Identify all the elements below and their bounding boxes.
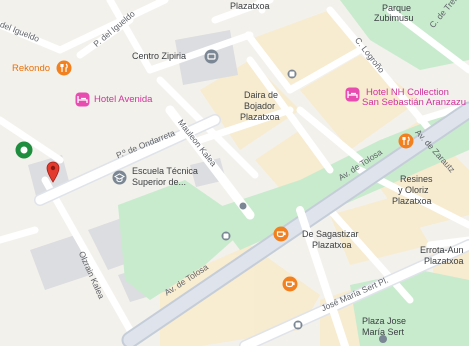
place-label-resines-line2: y Oloriz <box>398 185 429 195</box>
place-label-de-sagastizar-line1: De Sagastizar <box>302 229 359 239</box>
hotel-label-nh-line2[interactable]: San Sebastián Aranzazu <box>362 97 467 108</box>
place-label-escuela-line1[interactable]: Escuela Técnica <box>132 166 198 176</box>
park-label-zubimusu-line1: Parque <box>382 3 412 13</box>
restaurant-icon[interactable] <box>398 133 414 149</box>
hotel-label-nh-line1[interactable]: Hotel NH Collection <box>366 87 449 98</box>
dropped-pin-icon[interactable] <box>46 161 60 183</box>
cafe-icon[interactable] <box>282 276 298 292</box>
restaurant-label-rekondo[interactable]: Rekondo <box>12 63 51 74</box>
bus-stop-icon <box>239 202 247 210</box>
cafe-icon[interactable] <box>273 226 289 242</box>
place-label-plaza-jose-line1: Plaza Jose <box>362 316 407 326</box>
bus-stop-icon <box>379 335 387 343</box>
place-label-resines-line1: Resines <box>400 174 433 184</box>
place-label-daira-line3: Plazatxoa <box>240 112 280 122</box>
restaurant-icon[interactable] <box>56 60 72 76</box>
main-roads <box>34 0 469 346</box>
place-icon[interactable] <box>204 49 219 64</box>
place-label-resines-line3: Plazatxoa <box>392 196 432 206</box>
location-marker-icon[interactable] <box>15 141 33 159</box>
place-label-errota-line2: Plazatxoa <box>424 256 464 266</box>
place-label-plaza-jose-line2: María Sert <box>362 327 405 337</box>
hotel-label-avenida[interactable]: Hotel Avenida <box>94 94 153 105</box>
place-label-plazatxoa-top: Plazatxoa <box>230 1 270 11</box>
hotel-icon[interactable] <box>345 87 360 102</box>
place-label-daira-line1: Daira de <box>244 90 279 100</box>
school-icon[interactable] <box>112 170 127 185</box>
place-label-escuela-line2[interactable]: Superior de... <box>132 177 187 187</box>
place-label-centro-zipiria[interactable]: Centro Zipiria <box>132 51 187 61</box>
place-label-errota-line1: Errota-Aun <box>420 245 464 255</box>
hotel-icon[interactable] <box>75 92 90 107</box>
place-label-daira-line2: Bojador <box>244 101 276 111</box>
park-label-zubimusu-line2: Zubimusu <box>374 13 414 23</box>
place-label-de-sagastizar-line2: Plazatxoa <box>312 240 352 250</box>
